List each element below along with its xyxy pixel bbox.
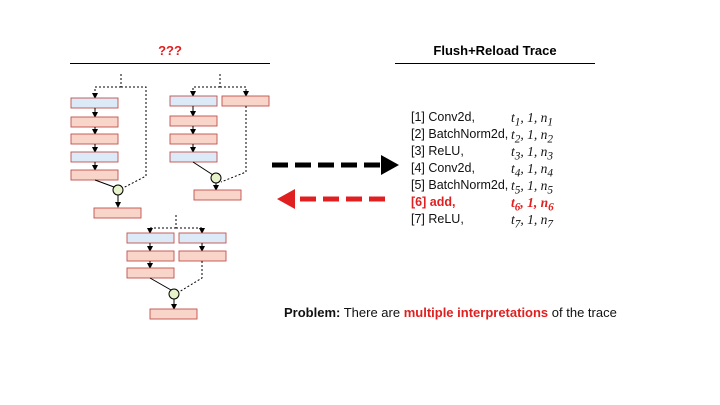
graph-c-conv-block [126, 232, 175, 244]
trace-label: [7] ReLU, [411, 212, 464, 226]
graph-c-relu-block [126, 267, 175, 279]
right-title-rule [395, 63, 595, 64]
graph-c-conv-block [178, 232, 227, 244]
graph-a-relu-block [70, 133, 119, 145]
problem-statement: Problem: There are multiple interpretati… [284, 305, 617, 320]
trace-row-highlighted: [6] add, t6, 1, n6 [411, 194, 611, 214]
graph-c-bn-block [126, 250, 175, 262]
trace-list: [1] Conv2d, t1, 1, n1 [2] BatchNorm2d, t… [411, 109, 611, 234]
left-title: ??? [158, 43, 182, 58]
right-title: Flush+Reload Trace [433, 43, 557, 58]
trace-values: t2, 1, n2 [511, 127, 554, 146]
graph-a-add-node [112, 184, 124, 196]
graph-b-bn-block [169, 115, 218, 127]
trace-values: t6, 1, n6 [511, 195, 554, 214]
arrow-right-to-left [277, 189, 392, 209]
trace-label: [2] BatchNorm2d, [411, 127, 509, 141]
graph-b-conv-block [169, 151, 218, 163]
trace-values: t3, 1, n3 [511, 144, 554, 163]
trace-values: t7, 1, n7 [511, 212, 554, 231]
problem-text-before: There are [340, 305, 404, 320]
trace-values: t4, 1, n4 [511, 161, 554, 180]
graph-a [70, 74, 147, 219]
trace-label: [5] BatchNorm2d, [411, 178, 509, 192]
graph-b-relu-block [193, 189, 242, 201]
graph-b-conv-block [169, 95, 218, 107]
graph-a-relu-block [93, 207, 142, 219]
problem-text-after: of the trace [548, 305, 617, 320]
trace-label: [4] Conv2d, [411, 161, 475, 175]
graph-a-bn-block [70, 169, 119, 181]
trace-row: [5] BatchNorm2d, t5, 1, n5 [411, 177, 611, 197]
left-title-rule [70, 63, 270, 64]
graph-b-shortcut-block [221, 95, 270, 107]
graph-b [169, 74, 270, 201]
graph-a-conv-block [70, 151, 119, 163]
trace-label: [6] add, [411, 195, 456, 209]
trace-row: [2] BatchNorm2d, t2, 1, n2 [411, 126, 611, 146]
trace-row: [4] Conv2d, t4, 1, n4 [411, 160, 611, 180]
arrow-left-to-right [272, 155, 399, 175]
trace-row: [3] ReLU, t3, 1, n3 [411, 143, 611, 163]
graph-c-add-node [168, 288, 180, 300]
graph-c [126, 215, 227, 320]
graph-a-conv-block [70, 97, 119, 109]
trace-label: [3] ReLU, [411, 144, 464, 158]
graph-b-add-node [210, 172, 222, 184]
trace-row: [1] Conv2d, t1, 1, n1 [411, 109, 611, 129]
graph-c-bn-block [178, 250, 227, 262]
trace-row: [7] ReLU, t7, 1, n7 [411, 211, 611, 231]
graph-c-relu-block [149, 308, 198, 320]
trace-values: t5, 1, n5 [511, 178, 554, 197]
trace-values: t1, 1, n1 [511, 110, 554, 129]
trace-label: [1] Conv2d, [411, 110, 475, 124]
graph-b-relu-block [169, 133, 218, 145]
problem-emphasis: multiple interpretations [403, 305, 549, 320]
problem-prefix: Problem: [284, 305, 341, 320]
graph-a-bn-block [70, 116, 119, 128]
